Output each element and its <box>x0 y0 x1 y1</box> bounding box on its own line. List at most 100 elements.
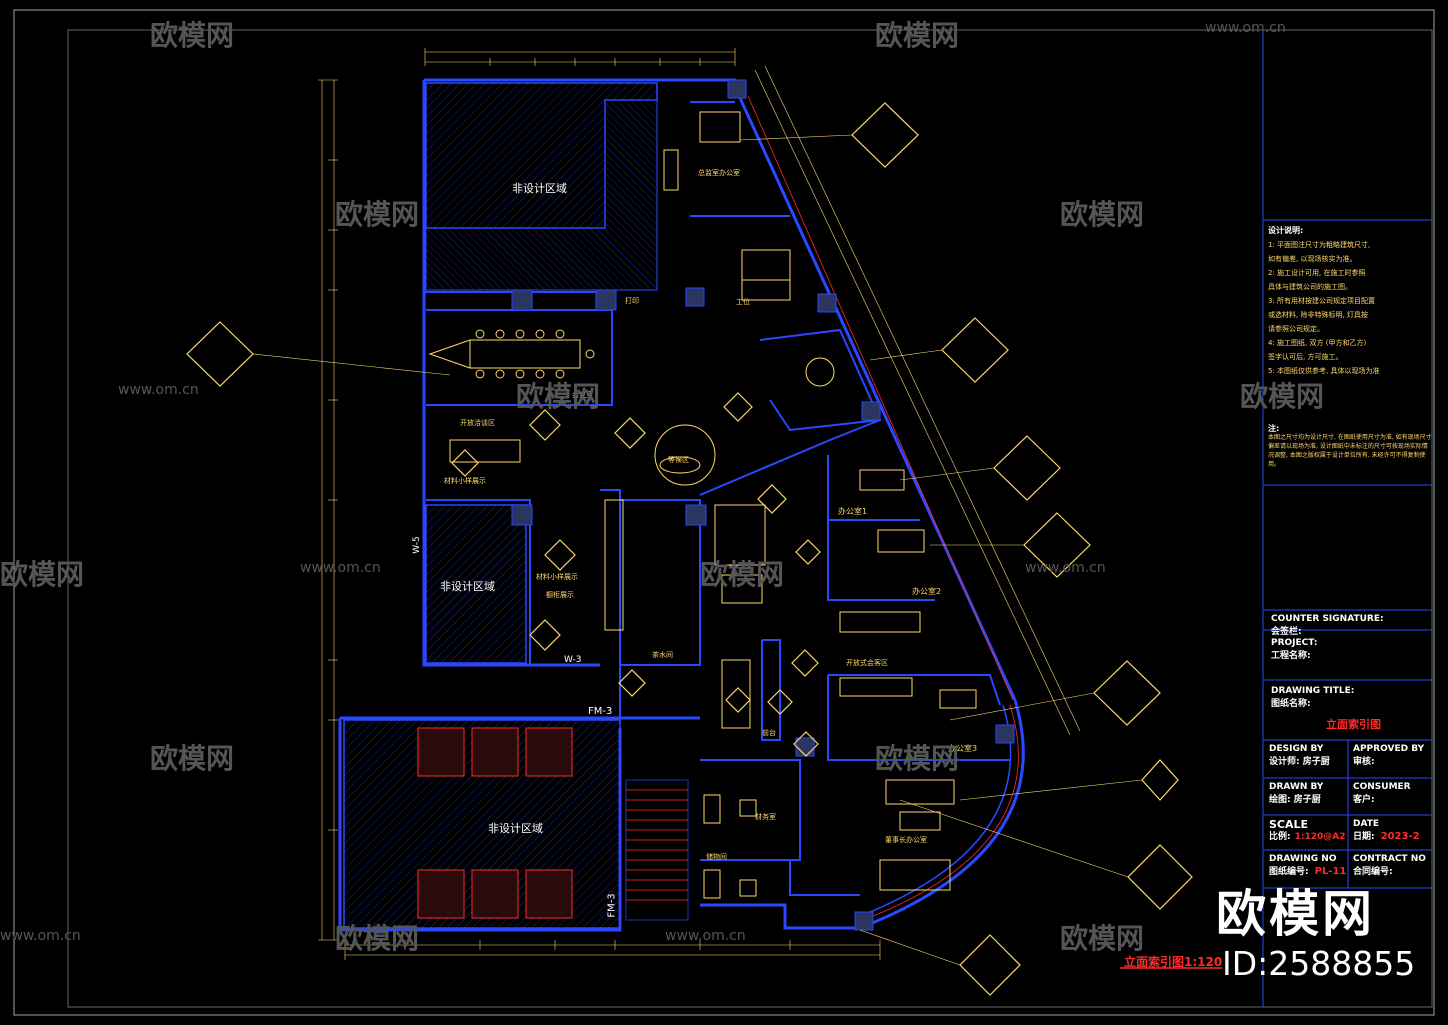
marker-fm3-b: FM-3 <box>606 893 618 918</box>
watermark-8: 欧模网 <box>700 558 785 591</box>
watermark-url-5: www.om.cn <box>0 928 81 944</box>
note-line: 3: 所有用材按建公司规定项目配置 <box>1268 297 1376 305</box>
bottom-dimension <box>344 940 881 960</box>
room-label-finance: 财务室 <box>755 813 776 821</box>
watermark-11: 欧模网 <box>335 922 420 955</box>
watermark-9: 欧模网 <box>150 742 235 775</box>
note-line: 5: 本图纸仅供参考, 具体以现场为准 <box>1268 367 1380 375</box>
watermark-12: 欧模网 <box>1060 922 1145 955</box>
drawing-no-cn: 图纸编号: <box>1269 867 1309 877</box>
room-label-cabinet: 橱柜展示 <box>546 591 574 599</box>
stair <box>625 779 689 921</box>
project-label: PROJECT: <box>1271 638 1318 648</box>
top-dimension <box>424 48 736 66</box>
watermark-1: 欧模网 <box>150 19 235 52</box>
design-by-label: DESIGN BY <box>1269 744 1324 754</box>
date-value: 2023-2 <box>1380 831 1420 842</box>
curved-window <box>857 704 1019 923</box>
design-by-field: DESIGN BY 设计师: 房子厨 <box>1266 742 1330 768</box>
watermark-4: 欧模网 <box>1060 198 1145 231</box>
asset-id: ID:2588855 <box>1222 944 1416 983</box>
counter-signature-label: COUNTER SIGNATURE: <box>1271 614 1384 624</box>
drawn-by-field: DRAWN BY 绘图: 房子厨 <box>1266 780 1323 806</box>
left-dimension <box>318 79 338 941</box>
watermark-url-1: www.om.cn <box>1205 20 1286 36</box>
room-label-design: 总监室办公室 <box>698 169 740 177</box>
notes2-heading: 注: <box>1268 424 1280 433</box>
marker-fm3-a: FM-3 <box>588 706 613 717</box>
plan-caption: 立面索引图1:120 <box>1124 955 1223 969</box>
meeting-table <box>428 329 595 379</box>
watermark-url-3: www.om.cn <box>300 560 381 576</box>
room-label-office3: 办公室3 <box>948 744 978 753</box>
watermark-7: 欧模网 <box>0 558 85 591</box>
project-field: PROJECT: 工程名称: <box>1268 636 1318 662</box>
elevator-shafts <box>417 727 573 919</box>
notes2-body: 本图之尺寸均为设计尺寸, 在图纸使用尺寸为准, 如有现场尺寸偏差请以现场为准, … <box>1268 434 1432 468</box>
design-by-cn: 设计师: 房子厨 <box>1269 757 1330 767</box>
leader-lines <box>252 134 1143 966</box>
drawing-no-value: PL-11 <box>1314 866 1347 877</box>
watermark-url-2: www.om.cn <box>118 382 199 398</box>
title-block-rules <box>1263 219 1432 889</box>
note-line: 具体与建筑公司的施工图。 <box>1268 283 1352 291</box>
room-label-workstation: 工位 <box>736 298 750 306</box>
room-label-material: 材料小样展示 <box>444 477 486 485</box>
drawing-title-label: DRAWING TITLE: <box>1271 686 1355 696</box>
room-label-pantry: 储物间 <box>706 853 727 861</box>
consumer-field: CONSUMER 客户: <box>1350 780 1411 806</box>
room-label-print: 打印 <box>625 297 639 305</box>
scale-value: 1:120@A2 <box>1294 832 1346 842</box>
room-label-tea: 茶水间 <box>652 651 673 659</box>
scale-cn: 比例: <box>1269 832 1291 842</box>
note-line: 或选材料, 除非特殊标明, 灯具按 <box>1268 311 1368 319</box>
watermark-url-6: www.om.cn <box>665 928 746 944</box>
counter-signature-cn: 会签栏: <box>1271 627 1302 637</box>
workstations <box>449 111 977 899</box>
notes-2: 注: 本图之尺寸均为设计尺寸, 在图纸使用尺寸为准, 如有现场尺寸偏差请以现场为… <box>1268 424 1432 469</box>
drawing-title-field: DRAWING TITLE: 图纸名称: 立面索引图 <box>1268 684 1428 732</box>
site-watermark: 欧模网 <box>1216 885 1375 943</box>
room-label-material2: 材料小样展示 <box>536 573 578 581</box>
watermark-url-4: www.om.cn <box>1025 560 1106 576</box>
room-label-non-design-2: 非设计区域 <box>440 580 495 593</box>
watermark-2: 欧模网 <box>875 19 960 52</box>
note-line: 2: 施工设计可用, 在施工时参照 <box>1268 269 1366 277</box>
drawing-no-field: DRAWING NO 图纸编号: PL-11 <box>1266 852 1346 878</box>
structural-columns <box>511 79 1015 931</box>
drawn-by-cn: 绘图: 房子厨 <box>1269 795 1321 805</box>
interior-partitions <box>424 101 1010 896</box>
contract-no-label: CONTRACT NO <box>1353 854 1426 864</box>
room-label-negotiate: 开放洽谈区 <box>460 419 495 427</box>
counter-signature: COUNTER SIGNATURE: 会签栏: <box>1268 612 1384 638</box>
approved-by-cn: 审核: <box>1353 757 1375 767</box>
watermark-3: 欧模网 <box>335 198 420 231</box>
drawing-title-value: 立面索引图 <box>1326 718 1381 731</box>
watermark-5: 欧模网 <box>516 380 601 413</box>
scale-field: SCALE 比例: 1:120@A2 <box>1266 817 1346 843</box>
room-label-chairman: 董事长办公室 <box>885 836 927 844</box>
date-label: DATE <box>1353 819 1380 829</box>
room-label-office2: 办公室2 <box>912 587 942 596</box>
diagonal-dimension <box>754 65 1081 736</box>
non-design-area-2 <box>425 504 527 664</box>
note-line: 1: 平面图注尺寸为粗略建筑尺寸, <box>1268 241 1371 249</box>
watermark-6: 欧模网 <box>1240 380 1325 413</box>
room-label-open-meet: 开放式会客区 <box>846 659 888 667</box>
design-notes: 设计说明: 1: 平面图注尺寸为粗略建筑尺寸, 如有偏差, 以现场核实为准。 2… <box>1268 224 1432 378</box>
note-line: 请参照公司规定。 <box>1268 325 1324 333</box>
drawing-title-cn: 图纸名称: <box>1271 699 1311 709</box>
approved-by-label: APPROVED BY <box>1353 744 1425 754</box>
inner-frame <box>67 29 1433 1008</box>
note-line: 如有偏差, 以现场核实为准。 <box>1268 255 1357 263</box>
room-label-meeting: 会议室 <box>572 391 593 399</box>
note-line: 4: 施工图纸, 双方 (甲方和乙方) <box>1268 339 1367 347</box>
outer-frame <box>13 9 1435 1016</box>
room-label-office1: 办公室1 <box>838 507 868 516</box>
consumer-cn: 客户: <box>1353 795 1375 805</box>
elevation-index-markers <box>186 102 1193 996</box>
project-cn: 工程名称: <box>1271 651 1311 661</box>
room-label-reception: 前台 <box>762 729 776 737</box>
diagonal-window <box>747 95 1014 701</box>
